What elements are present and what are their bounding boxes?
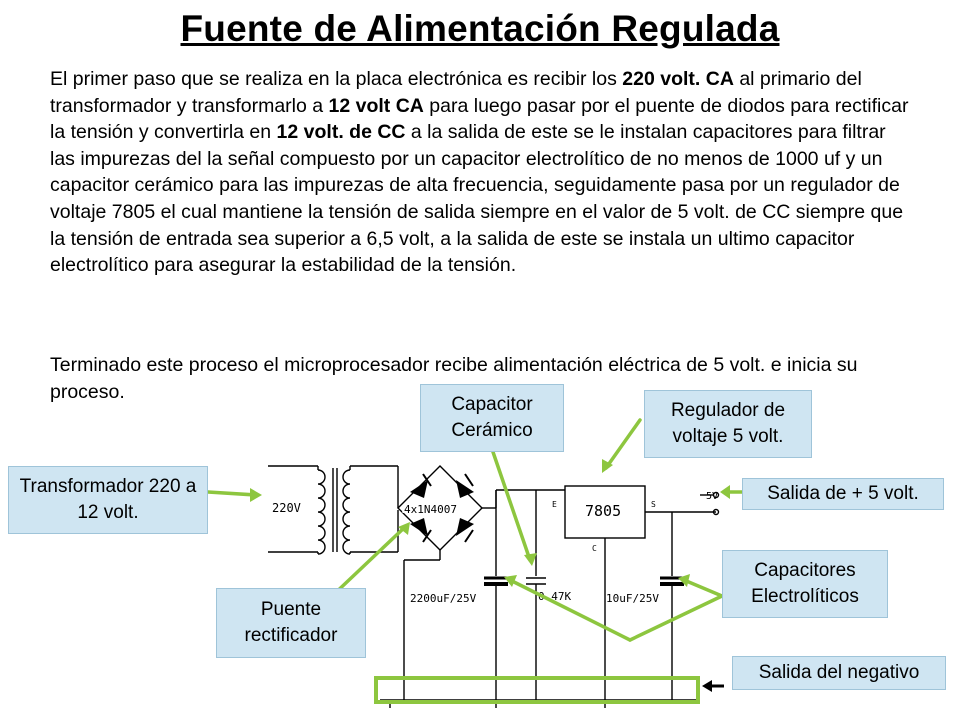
regulator-pin-c: C: [592, 544, 597, 553]
page-title: Fuente de Alimentación Regulada: [180, 8, 780, 49]
input-voltage-label: 220V: [272, 501, 301, 515]
negative-rail-highlight: [374, 676, 700, 704]
label-capacitor-ceramico: Capacitor Cerámico: [420, 384, 564, 452]
conclusion-paragraph: Terminado este proceso el microprocesado…: [50, 354, 858, 403]
regulator-pin-e: E: [552, 500, 557, 509]
label-puente-rectificador: Puente rectificador: [216, 588, 366, 658]
regulator-part-label: 7805: [585, 502, 621, 520]
emphasized-text: 220 volt. CA: [622, 68, 734, 90]
emphasized-text: 12 volt. de CC: [276, 121, 406, 144]
label-capacitores-electroliticos: Capacitores Electrolíticos: [722, 550, 888, 618]
paragraph-text: El primer paso que se realiza en la plac…: [50, 68, 623, 90]
paragraph-text: al primario del transformador y transfor…: [50, 68, 862, 117]
paragraph-text: para luego pasar por el puente de diodos…: [50, 94, 909, 144]
bridge-part-label: 4x1N4007: [404, 503, 457, 516]
paragraph-text: a la salida de este se le instalan capac…: [50, 121, 904, 277]
cap1-label: 2200uF/25V: [410, 592, 477, 605]
regulator-pin-s: S: [651, 500, 656, 509]
emphasized-text: 12 volt CA: [328, 94, 424, 117]
cap3-label: 10uF/25V: [606, 592, 659, 605]
bridge-part-label-ink: 4x1N4007: [404, 503, 457, 516]
label-salida-5v: Salida de + 5 volt.: [742, 478, 944, 510]
label-transformador: Transformador 220 a 12 volt.: [8, 466, 208, 534]
label-salida-negativo: Salida del negativo: [732, 656, 946, 690]
label-regulador: Regulador de voltaje 5 volt.: [644, 390, 812, 458]
output-voltage-label: 5V: [706, 491, 718, 502]
description-paragraph: El primer paso que se realiza en la plac…: [50, 66, 910, 279]
